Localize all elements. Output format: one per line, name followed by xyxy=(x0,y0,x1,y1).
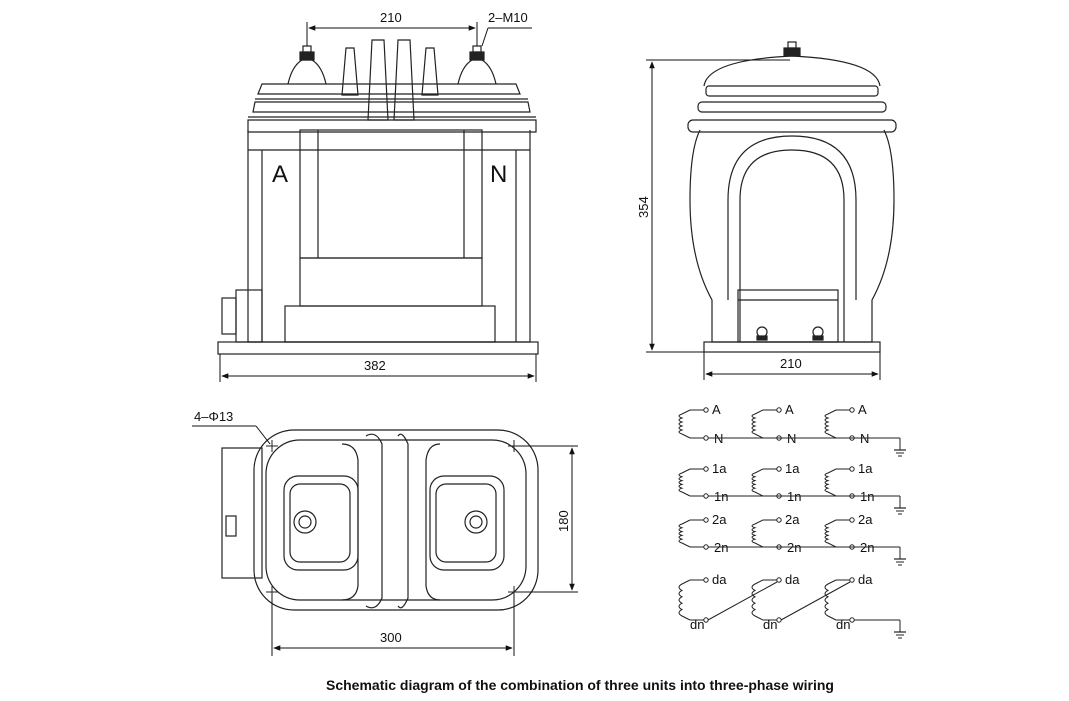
delta-link xyxy=(780,581,851,621)
wiring-unit-0-2: AN xyxy=(824,402,869,446)
front-label-left: A xyxy=(272,161,288,188)
terminal-label-top: A xyxy=(858,402,867,417)
terminal-label-top: A xyxy=(785,402,794,417)
wiring-unit-3-0: da dn xyxy=(678,572,727,632)
front-view xyxy=(217,39,539,355)
terminal-label-top: 2a xyxy=(858,512,873,527)
dim-hole-spacing: 300 xyxy=(380,630,402,645)
bottom-dimension-holes xyxy=(192,425,271,445)
front-label-right: N xyxy=(490,161,507,188)
terminal-label-top: A xyxy=(712,402,721,417)
diagram-caption: Schematic diagram of the combination of … xyxy=(326,677,834,693)
terminal-label-top: 1a xyxy=(712,461,727,476)
delta-link xyxy=(707,581,778,621)
dim-bolt-spec: 2–M10 xyxy=(488,10,528,25)
wiring-unit-0-1: AN xyxy=(751,402,796,446)
terminal-label-bottom: dn xyxy=(836,617,850,632)
front-dimension-top xyxy=(306,22,532,47)
front-shed-1 xyxy=(257,83,521,95)
terminal-label-top: da xyxy=(712,572,727,587)
terminal-label-top: da xyxy=(785,572,800,587)
wiring-unit-3-2: da dn xyxy=(824,572,873,632)
terminal-label-bottom: dn xyxy=(763,617,777,632)
wiring-schematic: ANANAN1a1n1a1n1a1n2a2n2a2n2a2ndadndadnda… xyxy=(678,402,906,639)
bottom-view xyxy=(221,429,539,611)
dim-hole-depth: 180 xyxy=(556,510,571,532)
terminal-label-top: 2a xyxy=(785,512,800,527)
dim-top-spacing: 210 xyxy=(380,10,402,25)
side-dimension-height xyxy=(646,59,790,353)
side-body xyxy=(689,129,895,343)
bottom-bracket xyxy=(221,447,263,579)
dim-side-width: 210 xyxy=(780,356,802,371)
side-base-plate xyxy=(703,341,881,353)
side-arch xyxy=(739,149,845,342)
bottom-dimension-width xyxy=(271,594,515,656)
side-terminal-box xyxy=(737,289,839,343)
side-dimension-width xyxy=(703,352,881,380)
front-shed-3 xyxy=(247,119,537,133)
front-dimension-bottom xyxy=(219,354,537,382)
terminal-label-bottom: dn xyxy=(690,617,704,632)
dim-front-width: 382 xyxy=(364,358,386,373)
dim-side-height: 354 xyxy=(636,196,651,218)
front-shed-2 xyxy=(252,101,531,113)
bottom-outline xyxy=(253,429,539,611)
side-view xyxy=(687,41,897,353)
dim-hole-spec: 4–Φ13 xyxy=(194,409,233,424)
front-body xyxy=(247,130,531,343)
terminal-label-top: da xyxy=(858,572,873,587)
terminal-label-top: 1a xyxy=(858,461,873,476)
front-base-plate xyxy=(217,341,539,355)
wiring-unit-0-0: AN xyxy=(678,402,723,446)
terminal-label-top: 1a xyxy=(785,461,800,476)
wiring-unit-3-1: da dn xyxy=(751,572,800,632)
terminal-label-top: 2a xyxy=(712,512,727,527)
bottom-dimension-depth xyxy=(516,445,578,593)
